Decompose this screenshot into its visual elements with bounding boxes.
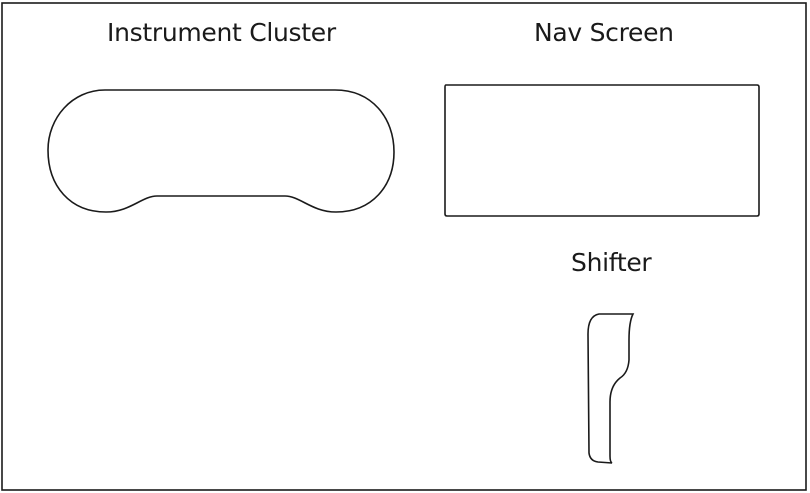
nav-screen-outline bbox=[444, 84, 760, 217]
instrument-cluster-label: Instrument Cluster bbox=[107, 18, 336, 47]
nav-screen-label: Nav Screen bbox=[534, 18, 674, 47]
shifter-outline bbox=[587, 313, 635, 464]
shifter-label: Shifter bbox=[571, 248, 652, 277]
instrument-cluster-outline bbox=[47, 89, 395, 213]
